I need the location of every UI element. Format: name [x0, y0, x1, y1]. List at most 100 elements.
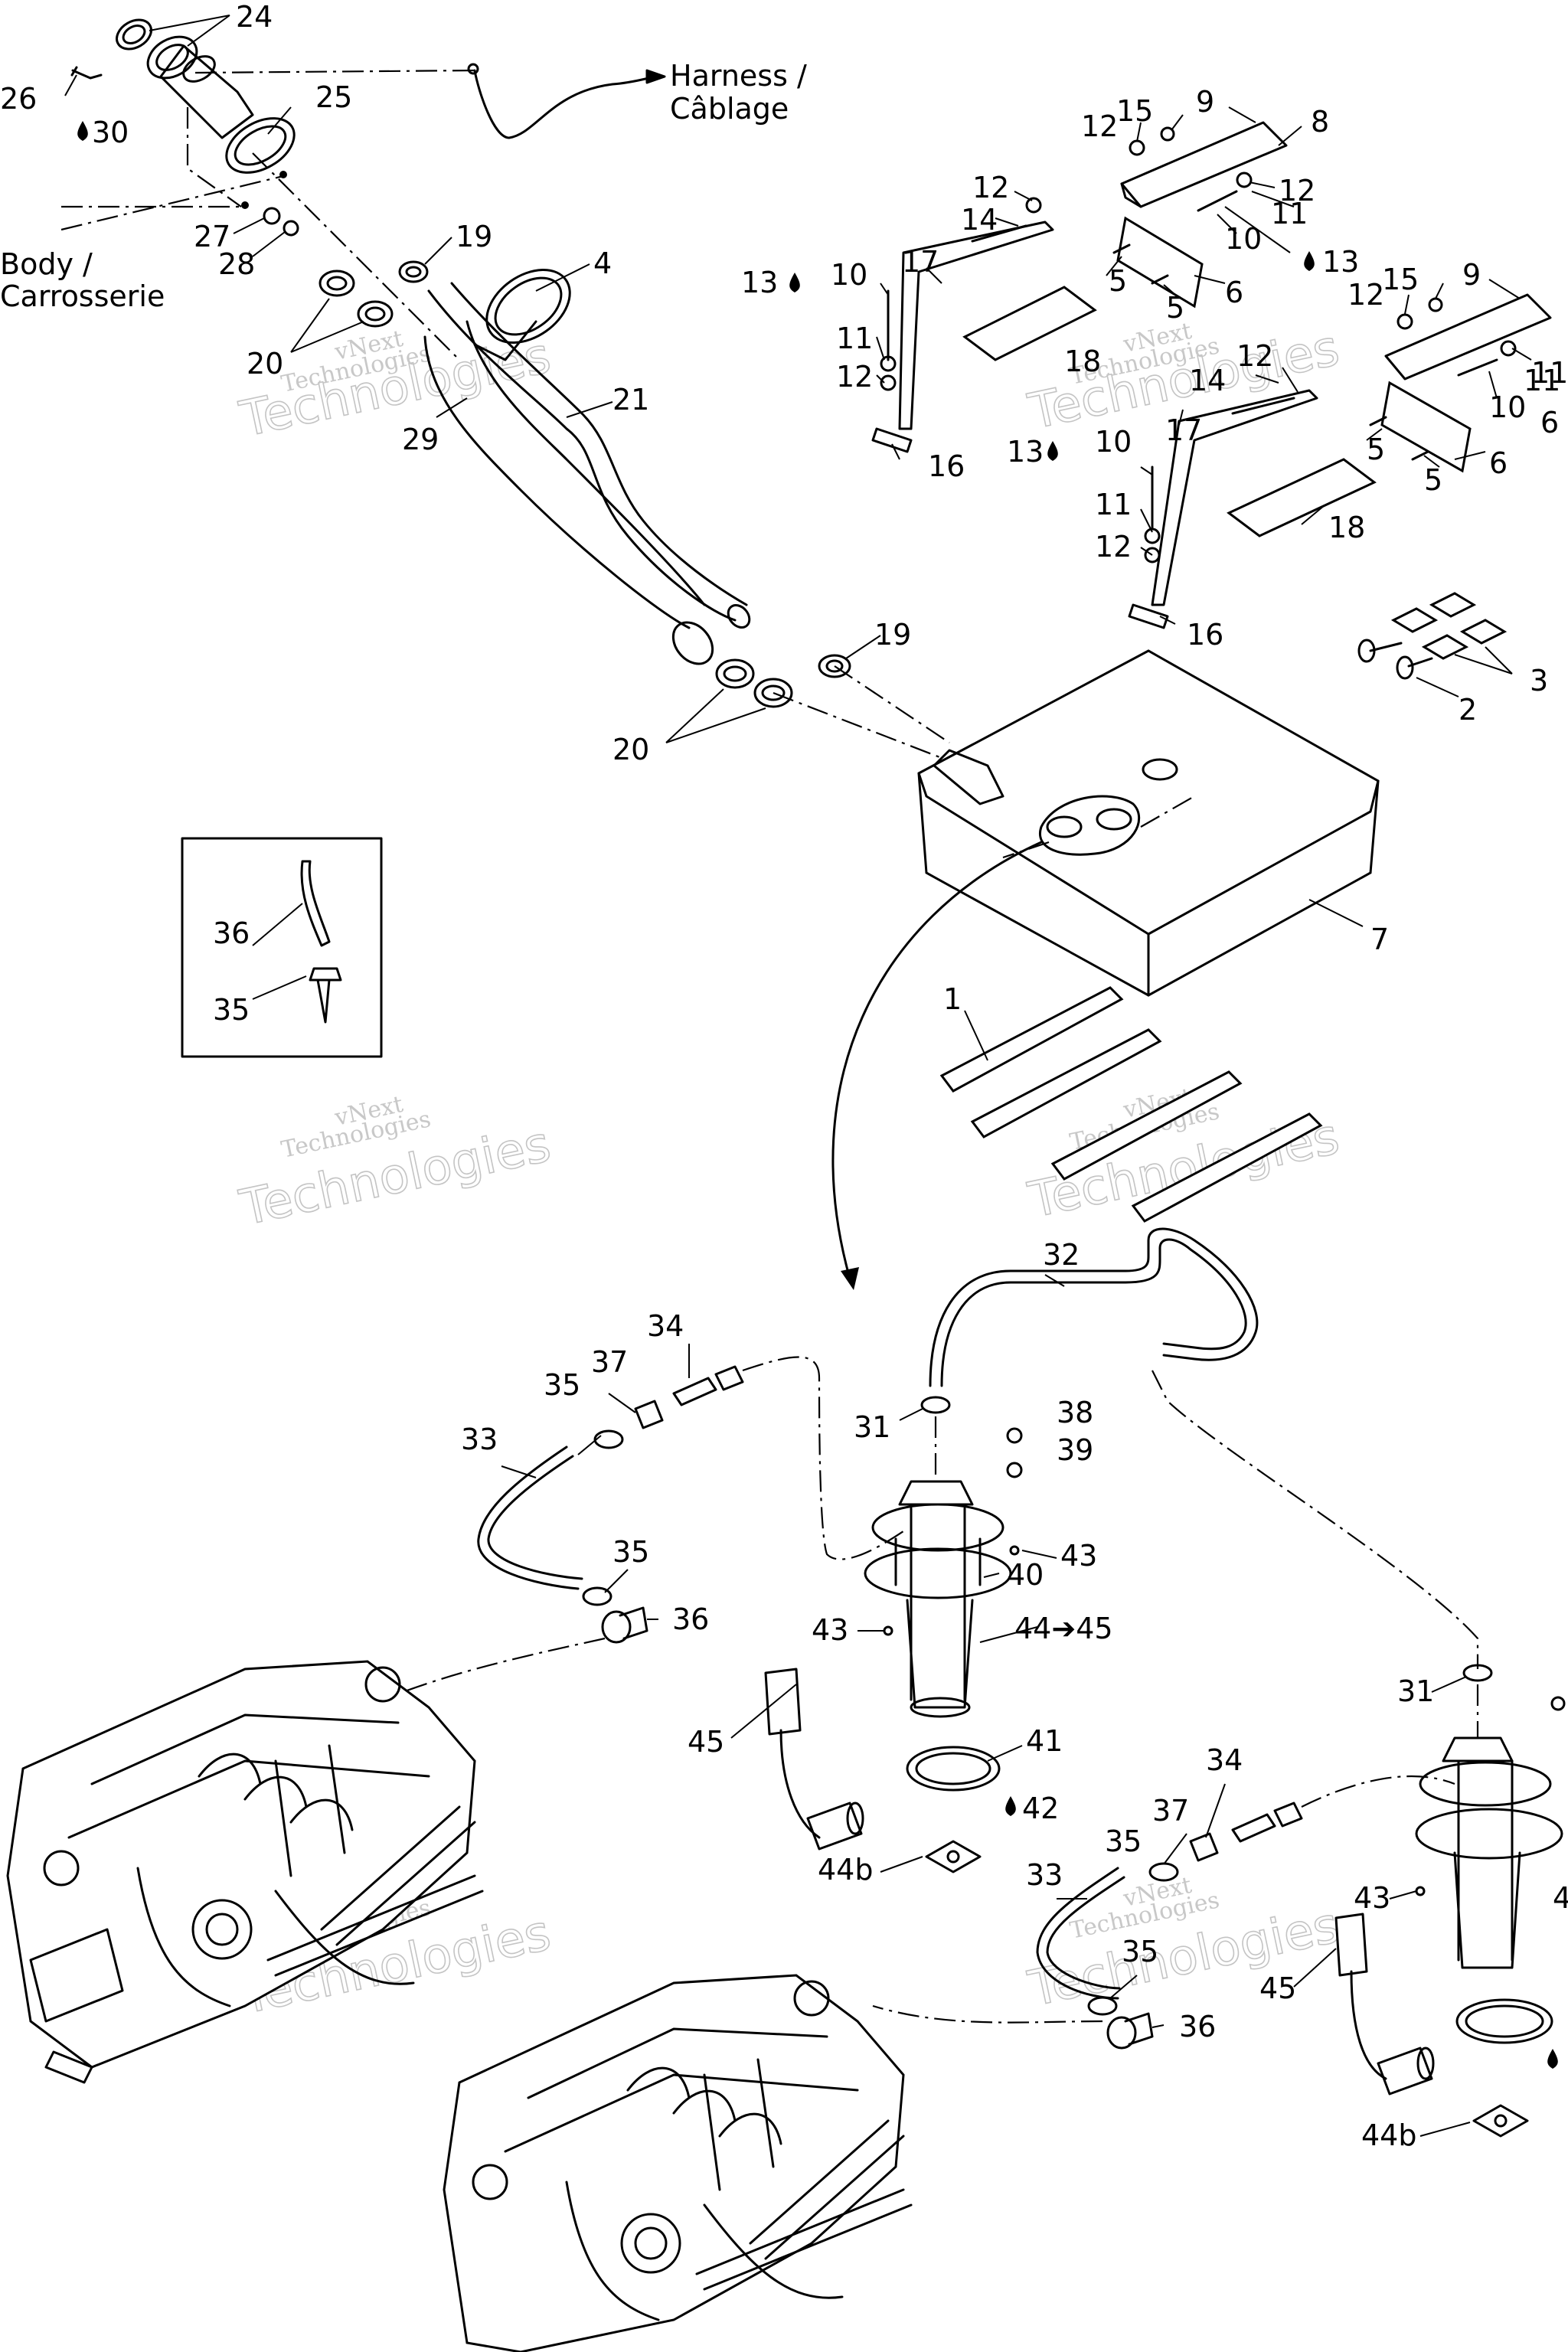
sender-float — [1377, 2047, 1433, 2096]
engine-manifold — [504, 2027, 859, 2191]
screw-head — [1396, 655, 1414, 680]
part-number-label: 12 — [1095, 530, 1132, 564]
part-number-label: 16 — [928, 449, 965, 483]
engine-rails — [695, 2119, 913, 2291]
harness-arrow-icon — [645, 69, 666, 84]
connector-37 — [634, 1400, 664, 1429]
strap-pad-18 — [1227, 458, 1377, 537]
part-number-label: 1 — [943, 982, 962, 1016]
engine-hose — [565, 2180, 844, 2321]
washer-icon — [263, 207, 281, 225]
oil-drop-icons — [77, 121, 1558, 2069]
screw-icon — [1009, 1545, 1020, 1556]
strap-bracket-9 — [1120, 182, 1142, 208]
sender-arm — [779, 1729, 821, 1839]
engine-fitting — [472, 2164, 508, 2200]
harness-label-fr: Câblage — [670, 92, 789, 126]
part-number-label: 28 — [218, 247, 255, 281]
washer-icon — [880, 355, 897, 372]
part-number-label: 27 — [194, 220, 230, 253]
hose-clamp-small — [398, 260, 429, 283]
hose-clamp — [357, 300, 394, 328]
part-number-label: 6 — [1489, 446, 1508, 480]
part-number-label: 13 — [1322, 245, 1359, 279]
hose-clamp — [761, 684, 786, 701]
engine-cap — [364, 1666, 401, 1703]
hose-clamp — [715, 658, 755, 689]
engine-block — [443, 1974, 905, 2352]
seal-center — [1494, 2114, 1508, 2128]
part-number-label: 34 — [647, 1309, 684, 1343]
fitting-36 — [619, 1606, 648, 1640]
strap-bracket-9 — [1120, 121, 1288, 208]
part-number-label: 3 — [1530, 664, 1548, 697]
sender-float — [1416, 2047, 1435, 2080]
pump-flange — [1419, 1761, 1552, 1807]
cable-tie-inset — [181, 837, 383, 1058]
part-number-label: 45 — [688, 1725, 724, 1759]
part-number-label: 9 — [1196, 85, 1214, 119]
hose-clamp-small — [825, 659, 844, 673]
hose-clamp-small — [405, 266, 422, 278]
part-number-label: 41 — [1026, 1724, 1063, 1758]
part-number-label: 44➔45 — [1014, 1612, 1113, 1645]
engine-pulley — [191, 1899, 253, 1960]
fuel-line-33 — [487, 1455, 583, 1580]
callout-labels: Harness / Câblage Body / Carrosserie — [0, 59, 807, 313]
part-number-label: 31 — [854, 1410, 890, 1444]
filler-gasket-ring — [225, 117, 296, 174]
body-label-fr: Carrosserie — [0, 279, 165, 313]
hose-clamp — [318, 270, 355, 297]
pump-tube — [1457, 1759, 1514, 1962]
filler-cap-ring — [146, 35, 198, 80]
part-number-label: 5 — [1109, 264, 1127, 298]
clamp-35 — [582, 1586, 612, 1606]
fuel-pump-assembly-left — [764, 1396, 1023, 1873]
washer-icon — [880, 374, 897, 391]
filler-cap-ring — [116, 18, 152, 51]
part-number-label: 36 — [1179, 2010, 1216, 2043]
part-number-label: 10 — [1489, 390, 1526, 424]
part-number-label: 15 — [1382, 263, 1419, 296]
oil-drop-icon — [789, 273, 800, 292]
fuel-line-33 — [477, 1446, 580, 1590]
part-number-label: 7 — [1370, 923, 1389, 956]
leader-lines — [64, 15, 1532, 2137]
part-number-label: 13 — [741, 266, 778, 299]
screw-head — [1357, 639, 1376, 663]
connector-37 — [1189, 1832, 1219, 1862]
part-number-label: 35 — [1105, 1824, 1142, 1858]
arrow-head-icon — [841, 1267, 859, 1290]
seal-44b — [925, 1840, 982, 1873]
tank-strap-set-lower — [1128, 293, 1552, 629]
washer-icon — [1144, 547, 1161, 564]
strap-pad-18 — [962, 286, 1097, 361]
bolt-icon — [1231, 397, 1295, 415]
fuel-sender-45 — [764, 1668, 802, 1736]
screw-icon — [1112, 243, 1131, 254]
part-number-label: 16 — [1187, 618, 1223, 652]
hose-end — [727, 604, 751, 629]
hose-clamp — [753, 678, 793, 708]
body-reference-line — [186, 107, 242, 207]
ground-wire-dashed — [194, 69, 475, 74]
part-number-label: 34 — [1206, 1743, 1243, 1777]
fill-hose-29 — [423, 335, 691, 629]
clamp-35 — [593, 1429, 624, 1449]
part-number-label: 6 — [1540, 406, 1559, 439]
part-number-label: 30 — [92, 116, 129, 149]
washer-icon — [1025, 197, 1042, 214]
hose-clamp — [364, 306, 386, 322]
part-number-label: 43 — [1354, 1881, 1390, 1915]
foam-pad — [970, 1028, 1162, 1138]
strap-bracket-9 — [1384, 293, 1552, 381]
part-number-label: 4 — [593, 247, 612, 280]
part-number-label: 18 — [1328, 511, 1365, 544]
strap-17 — [898, 220, 1054, 430]
part-number-label: 13 — [1007, 435, 1044, 469]
screw-icon — [1369, 416, 1387, 426]
screw-icon — [1151, 274, 1169, 285]
part-number-label: 15 — [1116, 94, 1153, 128]
hose-bracket-loop — [494, 276, 563, 336]
part-number-label: 20 — [612, 733, 649, 766]
